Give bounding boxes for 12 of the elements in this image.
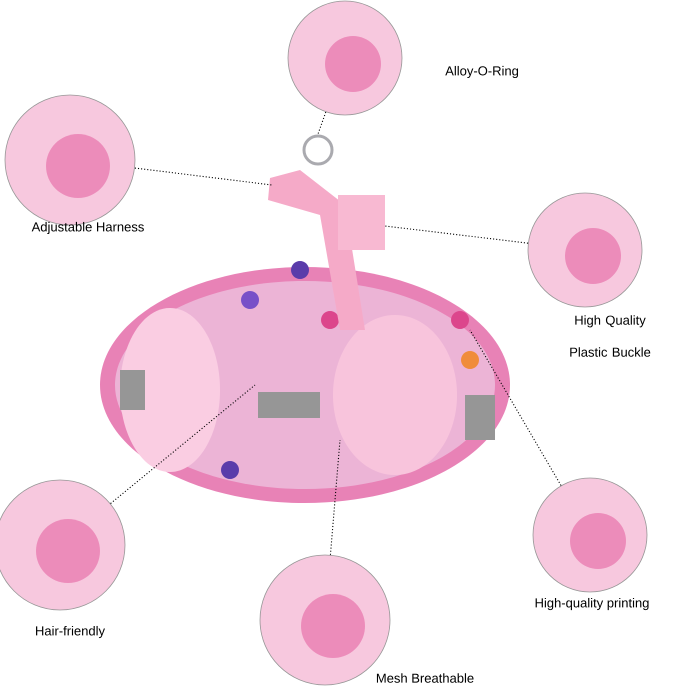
leader-line [317, 112, 326, 134]
leader-line [134, 167, 272, 186]
leader-line [470, 330, 562, 486]
leader-line [330, 440, 341, 555]
callout-label: Alloy-O-Ring [445, 66, 518, 78]
callout-label: Hair-friendly [36, 626, 105, 638]
callout-label: Mesh Breathable [376, 673, 474, 683]
leader-line [110, 384, 256, 504]
callout-label: Adjustable Harness [32, 222, 144, 234]
leader-line [384, 225, 528, 244]
callout-label: High-quality printing [536, 598, 649, 610]
callout-label: High Quality Plastic Buckle [570, 315, 650, 357]
